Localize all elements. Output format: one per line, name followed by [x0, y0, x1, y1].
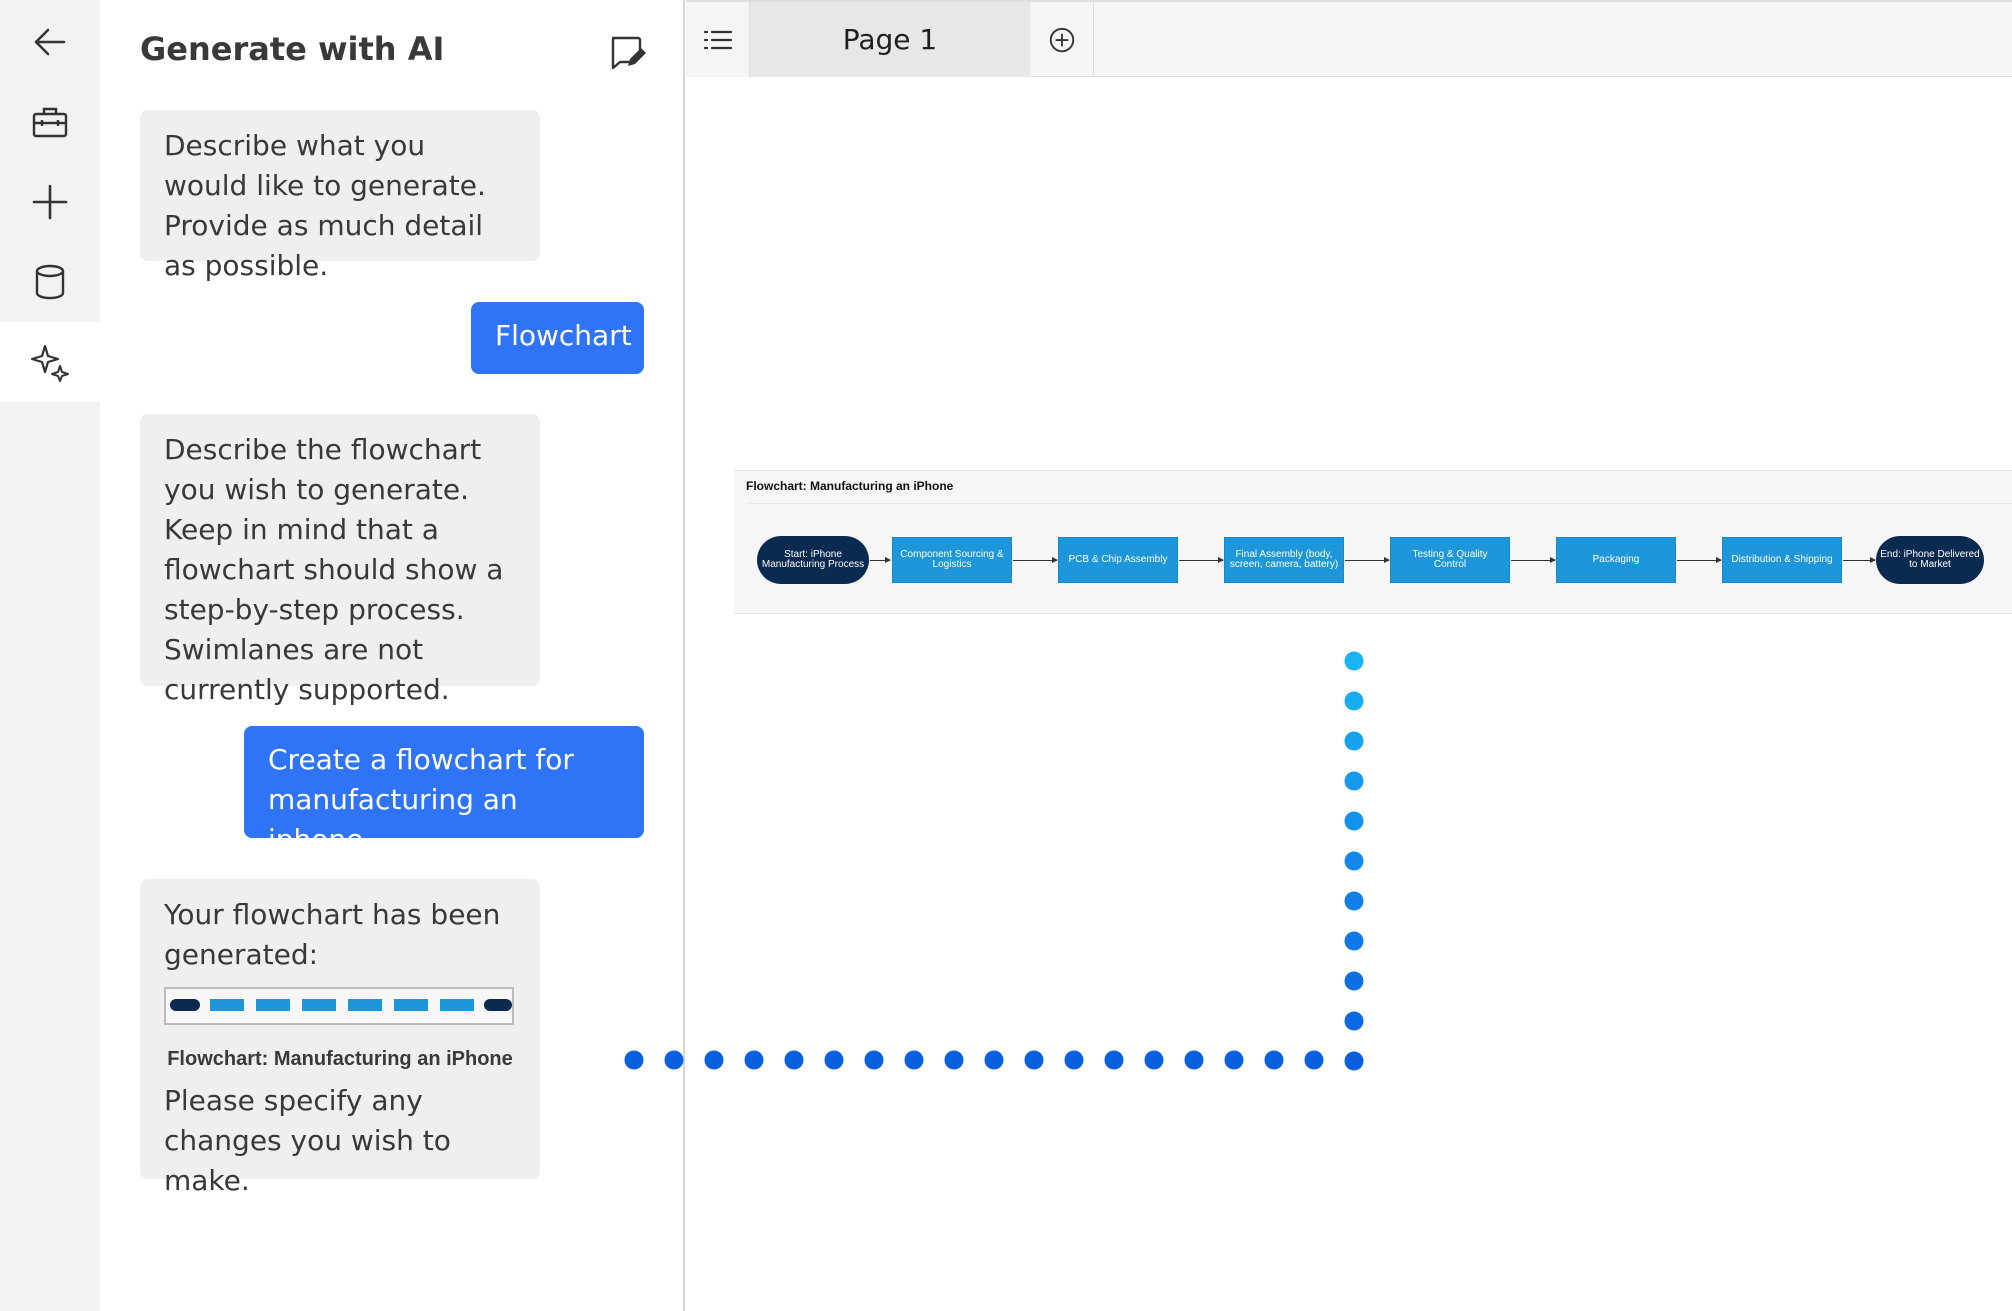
sparkles-icon: [30, 344, 69, 382]
flowchart-connector: [870, 557, 891, 563]
flowchart-connector: [1013, 557, 1058, 563]
add-shape-button[interactable]: [0, 162, 100, 242]
flowchart-title: Flowchart: Manufacturing an iPhone: [746, 479, 954, 493]
user-message: Flowchart: [471, 302, 644, 374]
generate-ai-panel: Generate with AI Describe what you would…: [100, 0, 685, 1311]
toolbox-button[interactable]: [0, 82, 100, 162]
flowchart-node-process[interactable]: Component Sourcing & Logistics: [892, 537, 1012, 583]
flowchart-node-end[interactable]: End: iPhone Delivered to Market: [1876, 536, 1984, 584]
flowchart-body: Start: iPhone Manufacturing Process Comp…: [746, 503, 2012, 601]
flowchart-connector: [1511, 557, 1556, 563]
plus-icon: [32, 184, 68, 220]
flowchart-connector: [1677, 557, 1722, 563]
generated-flowchart[interactable]: Flowchart: Manufacturing an iPhone Start…: [734, 470, 2012, 614]
data-button[interactable]: [0, 242, 100, 322]
flowchart-thumbnail[interactable]: [164, 987, 514, 1025]
flowchart-connector: [1179, 557, 1224, 563]
tab-page-1[interactable]: Page 1: [750, 2, 1030, 77]
flowchart-node-process[interactable]: Distribution & Shipping: [1722, 537, 1842, 583]
flowchart-node-process[interactable]: Testing & Quality Control: [1390, 537, 1510, 583]
database-icon: [35, 264, 65, 300]
flowchart-node-process[interactable]: Final Assembly (body, screen, camera, ba…: [1224, 537, 1344, 583]
flowchart-node-start[interactable]: Start: iPhone Manufacturing Process: [757, 536, 869, 584]
back-arrow-icon: [34, 28, 66, 56]
thumbnail-caption: Flowchart: Manufacturing an iPhone: [167, 1048, 513, 1070]
flowchart-connector: [1843, 557, 1876, 563]
result-followup: Please specify any changes you wish to m…: [164, 1084, 451, 1197]
user-message: Create a flowchart for manufacturing an …: [244, 726, 644, 856]
flowchart-node-process[interactable]: Packaging: [1556, 537, 1676, 583]
assistant-message: Describe what you would like to generate…: [140, 110, 540, 282]
generate-ai-button[interactable]: [0, 322, 100, 402]
diagram-canvas[interactable]: Flowchart: Manufacturing an iPhone Start…: [686, 78, 2012, 1311]
toolbox-icon: [32, 107, 68, 138]
result-text: Your flowchart has been generated:: [164, 898, 501, 971]
panel-title: Generate with AI: [140, 30, 445, 68]
assistant-message-result: Your flowchart has been generated: Flowc…: [140, 879, 540, 1197]
page-tab-bar: Page 1: [686, 0, 2012, 77]
add-page-icon: [1049, 27, 1074, 52]
pages-list-button[interactable]: [686, 2, 750, 77]
back-button[interactable]: [0, 2, 100, 82]
list-icon: [703, 30, 732, 49]
new-chat-icon: [611, 36, 646, 70]
assistant-message: Describe the flowchart you wish to gener…: [140, 414, 540, 706]
flowchart-node-process[interactable]: PCB & Chip Assembly: [1058, 537, 1178, 583]
left-rail: [0, 0, 100, 1311]
flowchart-connector: [1345, 557, 1390, 563]
add-page-button[interactable]: [1030, 2, 1094, 77]
new-chat-button[interactable]: [606, 32, 646, 72]
